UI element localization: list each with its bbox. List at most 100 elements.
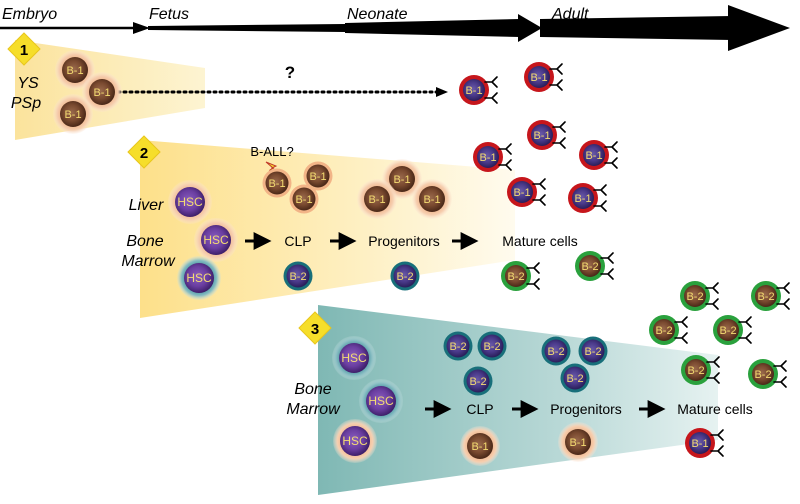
bcr-receptor-icon <box>549 63 563 75</box>
bcr-receptor-icon <box>498 143 512 155</box>
wave-2-site-marrow: Marrow <box>121 253 176 270</box>
cell-label: HSC <box>368 394 394 408</box>
cell-label: B-1 <box>479 152 496 164</box>
bcr-receptor-icon <box>604 157 618 169</box>
b2-precursor-cell: B-2 <box>463 366 493 396</box>
cell-nucleus <box>684 285 706 307</box>
timeline-bar-3 <box>345 19 520 37</box>
timeline-stage-fetus: Fetus <box>149 6 189 23</box>
wave-1-number: 1 <box>20 42 28 59</box>
cell-label: B-1 <box>574 193 591 205</box>
wave-1-b1-precursor: B-1 <box>53 94 93 134</box>
cell-label: B-1 <box>93 87 110 99</box>
wave-2-diamond <box>127 135 161 169</box>
cell-nucleus <box>477 146 499 168</box>
wave-1-marker: 1 <box>7 32 41 66</box>
bcr-receptor-icon <box>776 298 790 310</box>
mature-b1-cell: B-1 <box>524 62 563 92</box>
b2-precursor-cell: B-2 <box>477 331 507 361</box>
bcr-receptor-icon <box>604 141 618 153</box>
cell-label: B-2 <box>469 376 486 388</box>
cell-label: B-1 <box>533 130 550 142</box>
hsc-cell: HSC <box>168 180 212 224</box>
b2-progenitor-cell: B-2 <box>541 336 571 366</box>
cell-nucleus <box>572 187 594 209</box>
cell-label: B-1 <box>268 178 285 190</box>
cell-label: B-2 <box>449 341 466 353</box>
mature-b2-cell: B-2 <box>501 261 540 291</box>
cell-nucleus <box>292 187 316 211</box>
cell-nucleus <box>685 359 707 381</box>
cell-label: B-1 <box>64 109 81 121</box>
mature-b1-cell: B-1 <box>568 183 607 213</box>
wave-1-b1-precursor: B-1 <box>82 72 122 112</box>
mature-b1-cell: B-1 <box>507 177 546 207</box>
cell-nucleus <box>340 426 370 456</box>
cell-nucleus <box>265 171 289 195</box>
cell-nucleus <box>755 285 777 307</box>
cell-nucleus <box>364 186 390 212</box>
cell-nucleus <box>446 334 470 358</box>
cell-label: B-2 <box>584 346 601 358</box>
mature-b2-cell: B-2 <box>649 315 688 345</box>
bcr-receptor-icon <box>552 137 566 149</box>
cell-label: B-1 <box>471 441 488 453</box>
bcr-receptor-icon <box>593 200 607 212</box>
hsc-cell: HSC <box>332 336 376 380</box>
wave-3-marker: 3 <box>298 311 332 345</box>
wave-1-dotted-arrowhead <box>436 87 448 97</box>
bcr-receptor-icon <box>526 278 540 290</box>
bcr-receptor-icon <box>705 298 719 310</box>
cell-label: B-2 <box>507 271 524 283</box>
cell-label: B-1 <box>295 194 312 206</box>
wave-2-step-clp: CLP <box>284 233 311 249</box>
cell-label: B-2 <box>289 271 306 283</box>
bcr-receptor-icon <box>600 252 614 264</box>
mature-b1-cell: B-1 <box>473 142 512 172</box>
mature-b1-cell: B-1 <box>527 120 566 150</box>
timeline-arrow-3 <box>518 14 542 42</box>
wave-1-site-ys: YS <box>17 75 39 92</box>
cell-nucleus <box>581 339 605 363</box>
b2-precursor-cell: B-2 <box>443 331 473 361</box>
b1-progenitor-cell: B-1 <box>558 422 598 462</box>
cell-nucleus <box>184 263 214 293</box>
bcr-receptor-icon <box>600 268 614 280</box>
timeline-stage-adult: Adult <box>551 6 589 23</box>
cell-label: B-1 <box>368 194 385 206</box>
cell-label: HSC <box>186 271 212 285</box>
b1-precursor-cell: B-1 <box>289 184 319 214</box>
cell-nucleus <box>505 265 527 287</box>
cell-nucleus <box>466 369 490 393</box>
cell-nucleus <box>653 319 675 341</box>
cell-label: B-2 <box>396 271 413 283</box>
cell-label: B-2 <box>757 291 774 303</box>
cell-nucleus <box>89 79 115 105</box>
cell-label: HSC <box>341 351 367 365</box>
cell-label: B-2 <box>547 346 564 358</box>
cell-nucleus <box>366 386 396 416</box>
timeline-bar-4 <box>540 16 732 40</box>
wave-1-diamond <box>7 32 41 66</box>
bcr-receptor-icon <box>674 332 688 344</box>
cell-nucleus <box>467 433 493 459</box>
mature-b1-cell: B-1 <box>685 428 724 458</box>
wave-3-site-marrow: Marrow <box>286 401 341 418</box>
cell-nucleus <box>544 339 568 363</box>
wave-3-diamond <box>298 311 332 345</box>
wave-1-site-psp: PSp <box>11 95 41 112</box>
bcr-receptor-icon <box>773 360 787 372</box>
cell-label: B-1 <box>309 171 326 183</box>
timeline-arrow-4 <box>728 5 790 51</box>
cell-nucleus <box>62 57 88 83</box>
cell-label: B-2 <box>581 261 598 273</box>
wave-1-b1-precursor: B-1 <box>55 50 95 90</box>
bcr-receptor-icon <box>526 262 540 274</box>
hsc-cell: HSC <box>333 419 377 463</box>
cell-label: B-1 <box>691 438 708 450</box>
b1-precursor-cell: B-1 <box>303 161 333 191</box>
b-all-b1-cell: B-1 <box>262 168 292 198</box>
bcr-receptor-icon <box>710 429 724 441</box>
b1-progenitor-cell: B-1 <box>357 179 397 219</box>
b1-progenitor-cell: B-1 <box>412 179 452 219</box>
